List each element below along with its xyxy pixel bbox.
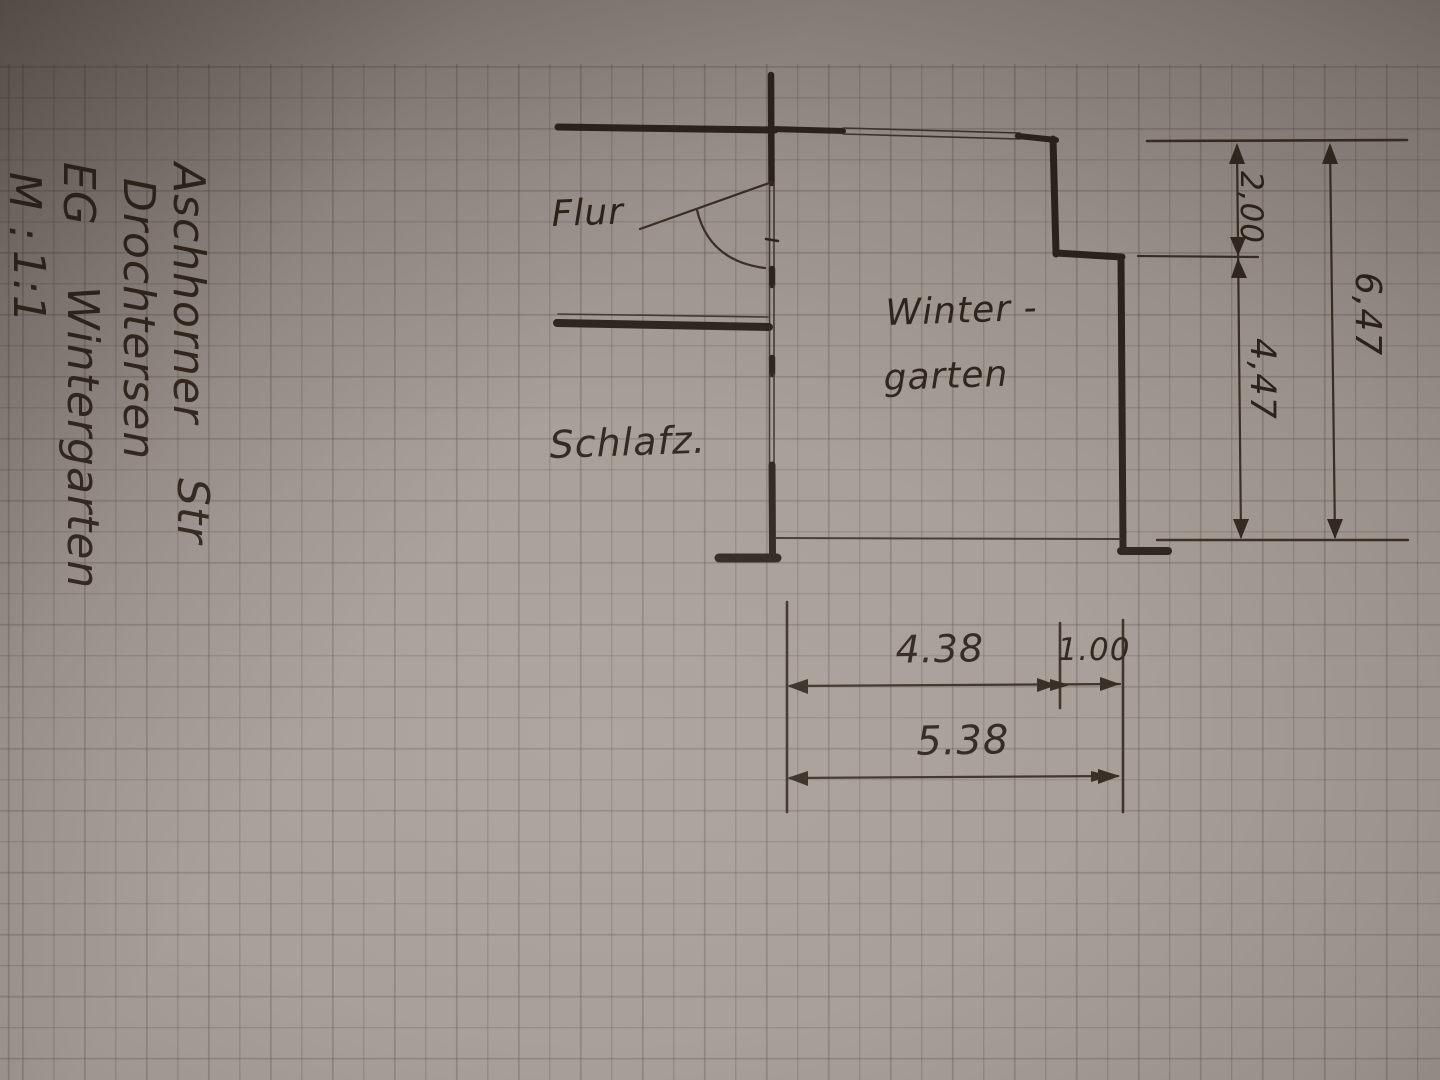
dim-bottom-step-width: 1.00 <box>1057 632 1130 668</box>
walls <box>553 71 1172 563</box>
dim-right-lower-height: 4,47 <box>1242 338 1282 420</box>
wall-step <box>1052 249 1126 261</box>
wall-middle-left <box>553 319 773 331</box>
note-scale-label: M : <box>0 172 50 242</box>
room-labels: Flur Winter - garten Schlafz. <box>549 191 1038 467</box>
dimension-line-total <box>1328 144 1337 539</box>
note-street-suffix: Str <box>167 478 218 546</box>
dimension-line-438-100 <box>788 682 1122 688</box>
door-frame-tick <box>764 237 780 243</box>
note-city: Drochtersen <box>113 178 164 460</box>
dim-bottom-total-width: 5.38 <box>916 717 1010 765</box>
extension-line-step <box>1136 254 1260 259</box>
door-leaf-line <box>638 180 774 231</box>
wall-top-left <box>554 123 779 134</box>
dim-right-total-height: 6,47 <box>1347 272 1388 356</box>
note-street-name: Aschhorner <box>163 160 214 426</box>
note-floor: EG <box>53 162 104 226</box>
dim-step-height: 2,00 <box>1233 171 1269 244</box>
dimensions-right: 2,00 4,47 6,47 <box>1136 138 1410 542</box>
dimensions-bottom: 4.38 1.00 5.38 <box>785 600 1130 814</box>
margin-notes: Aschhorner Str Drochtersen EG Wintergart… <box>0 160 218 589</box>
wall-right-lower <box>1117 253 1127 551</box>
door-swing <box>638 180 774 270</box>
wall-right-upper <box>1049 135 1060 258</box>
dim-bottom-main-width: 4.38 <box>895 626 984 672</box>
dimension-line-538 <box>788 774 1120 780</box>
door-arc <box>695 208 767 270</box>
label-wintergarten-2: garten <box>883 354 1009 399</box>
note-project: Wintergarten <box>57 286 108 589</box>
bottom-edge-line <box>775 537 1121 540</box>
label-flur: Flur <box>551 191 626 235</box>
extension-line-top <box>1145 138 1409 143</box>
label-wintergarten-1: Winter - <box>885 288 1038 334</box>
note-scale-value: 1:1 <box>3 250 54 324</box>
wall-left-lower <box>768 461 776 561</box>
label-schlafzimmer: Schlafz. <box>549 418 707 467</box>
